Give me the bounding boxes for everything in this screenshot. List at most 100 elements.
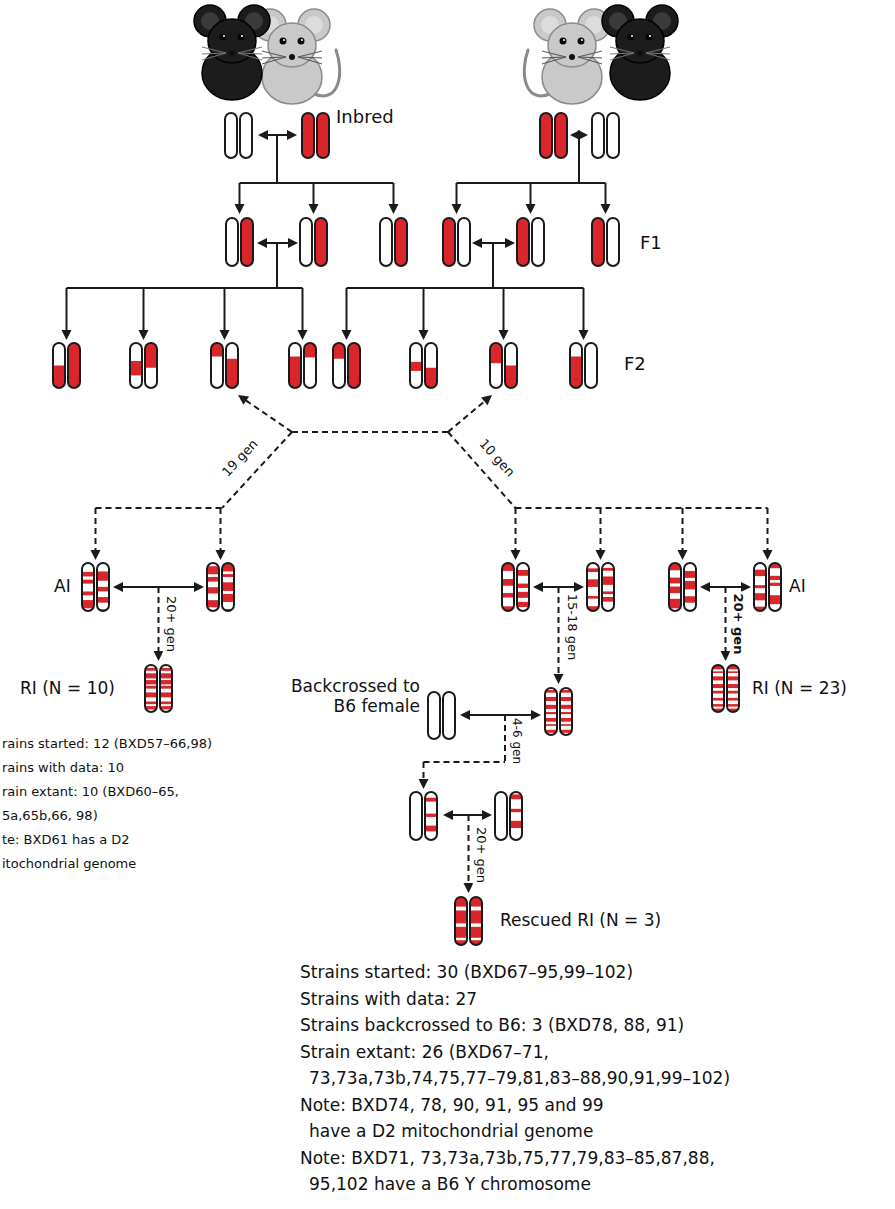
chromosome-segment	[727, 698, 739, 701]
chromosome-segment	[241, 218, 253, 266]
chromosome-segment	[425, 814, 437, 817]
chromosome	[560, 688, 572, 735]
arrow-shaft	[530, 183, 532, 205]
chromosome-ground	[240, 113, 252, 158]
chromosome-segment	[222, 594, 234, 602]
arrow-shaft	[492, 243, 494, 288]
chromosome-segment	[570, 357, 582, 389]
chromosome-segment	[602, 591, 614, 594]
chromosome-ground	[607, 113, 619, 158]
chromosome-ground	[207, 563, 219, 611]
chromosome-ground	[428, 692, 440, 739]
chromosome-outline	[300, 218, 312, 266]
chromosome-outline	[160, 665, 172, 712]
chromosome	[130, 343, 142, 388]
chromosome	[570, 343, 582, 388]
arrow-shaft	[423, 762, 425, 780]
chromosome-ground	[300, 218, 312, 266]
chromosome-outline	[727, 665, 739, 712]
arrowhead	[579, 330, 589, 340]
chromosome	[684, 563, 696, 611]
arrow-shaft	[503, 288, 505, 331]
chromosome-segment	[712, 691, 724, 694]
chromosome	[540, 113, 552, 158]
chromosome-segment	[289, 357, 301, 389]
dashed-arrow	[596, 508, 606, 560]
arrow-shaft	[240, 182, 394, 184]
chromosome-segment	[470, 910, 482, 923]
arrow-shaft	[292, 431, 448, 433]
arrow-shaft	[67, 287, 303, 289]
chromosome	[68, 343, 80, 388]
chromosome-outline	[560, 688, 572, 735]
note-line: 95,102 have a B6 Y chromosome	[309, 1174, 591, 1194]
arrow	[579, 288, 589, 340]
chromosome	[82, 563, 94, 611]
chromosome	[410, 343, 422, 388]
chromosome	[458, 218, 470, 266]
generation-label: F1	[640, 232, 662, 254]
chromosome-segment	[545, 718, 557, 722]
cross-label: AI	[789, 576, 806, 596]
chromosome-outline	[455, 897, 467, 945]
mouse-eye	[560, 38, 567, 45]
chromosome	[727, 665, 739, 712]
generation-label: Inbred	[336, 106, 394, 128]
mouse-eye-glint	[581, 39, 583, 41]
chromosome-segment	[145, 692, 157, 697]
arrowhead	[482, 810, 492, 820]
chromosome-outline	[592, 113, 604, 158]
arrowhead	[533, 582, 543, 592]
chromosome-outline	[333, 343, 345, 388]
chromosome-outline	[425, 792, 437, 840]
chromosome-segment	[769, 576, 781, 580]
chromosome	[240, 113, 252, 158]
chromosome-outline	[395, 218, 407, 266]
chromosome-outline	[302, 113, 314, 158]
mouse-body	[610, 46, 670, 100]
generation-label: F2	[624, 353, 646, 375]
chromosome	[425, 343, 437, 388]
chromosome-segment	[669, 578, 681, 584]
arrowhead	[678, 550, 688, 560]
chromosome-segment	[712, 704, 724, 707]
arrow-shaft	[276, 135, 278, 183]
chromosome-segment	[769, 595, 781, 604]
chromosome-outline	[570, 343, 582, 388]
mouse-nose	[569, 54, 575, 60]
chromosome-ground	[585, 343, 597, 388]
dashed-arrow	[96, 508, 223, 509]
chromosome	[53, 343, 65, 388]
chromosome-outline	[769, 563, 781, 611]
arrowhead	[531, 710, 541, 720]
chromosome-ground	[160, 665, 172, 712]
mouse-eye-glint	[649, 35, 651, 37]
chromosome-segment	[97, 597, 109, 603]
mouse-whisker	[610, 53, 634, 60]
chromosome-segment	[517, 218, 529, 266]
chromosome-outline	[585, 343, 597, 388]
chromosome	[585, 343, 597, 388]
arrow	[240, 183, 394, 184]
chromosome-ground	[53, 343, 65, 388]
chromosome-ground	[226, 343, 238, 388]
arrowhead	[389, 204, 399, 214]
dashed-arrow	[154, 587, 164, 661]
chromosome-ground	[592, 218, 604, 266]
arrow	[526, 183, 536, 214]
chromosome-outline	[607, 113, 619, 158]
chromosome-segment	[425, 826, 437, 832]
arrow-shaft	[220, 508, 222, 551]
arrowhead	[443, 810, 453, 820]
mouse-whisker	[298, 57, 322, 64]
chromosome	[587, 563, 599, 611]
backcross-label: Backcrossed to B6 female	[288, 676, 420, 717]
chromosome-ground	[602, 563, 614, 611]
arrow-shaft	[515, 508, 517, 551]
chromosome-segment	[587, 568, 599, 572]
chromosome-outline	[226, 218, 238, 266]
chromosome-ground	[425, 343, 437, 388]
cross-label: AI	[54, 576, 71, 596]
arrow-shaft	[682, 508, 684, 551]
arrowhead	[194, 582, 204, 592]
